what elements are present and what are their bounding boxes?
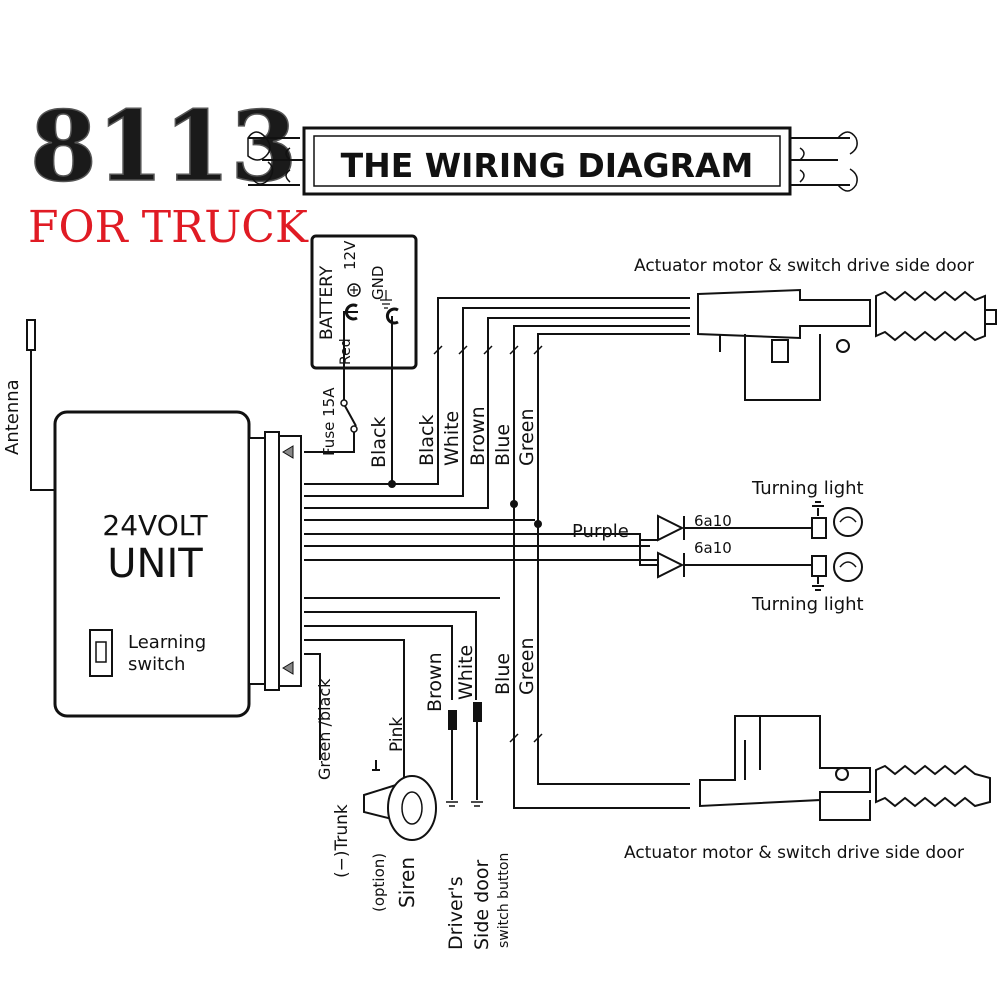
antenna-label: Antenna	[2, 379, 23, 455]
banner-title: THE WIRING DIAGRAM	[341, 146, 754, 185]
turning-light-bottom-label: Turning light	[751, 594, 864, 615]
wire-harness-connector	[278, 435, 302, 687]
actuator-bottom-label: Actuator motor & switch drive side door	[624, 843, 964, 863]
siren-label: Siren	[395, 857, 419, 908]
diode-bottom-label: 6a10	[694, 539, 732, 557]
model-number: 8113	[30, 90, 297, 203]
green-black-label: Green /black	[315, 678, 334, 780]
door-switch-button-2[interactable]	[473, 702, 482, 722]
wire-label-brown-bottom: Brown	[424, 652, 446, 712]
drivers-label: Driver's	[445, 876, 467, 950]
unit-name: UNIT	[107, 541, 203, 587]
wire-label-black-fuse: Black	[368, 417, 390, 468]
antenna: Antenna	[2, 319, 56, 491]
title-banner: THE WIRING DIAGRAM	[247, 126, 858, 196]
unit-voltage: 24VOLT	[102, 509, 208, 542]
battery-12v-label: 12V	[341, 240, 359, 270]
siren: Pink Siren (option)	[363, 717, 437, 912]
subtitle: FOR TRUCK	[28, 202, 309, 253]
fuse-label: Fuse 15A	[320, 387, 338, 456]
diode-top-label: 6a10	[694, 512, 732, 530]
wire-label-brown-top: Brown	[467, 406, 489, 466]
door-switch-button-1[interactable]	[448, 710, 457, 730]
wire-label-green-bottom: Green	[516, 637, 538, 695]
control-unit: 24VOLT UNIT Learning switch	[53, 410, 302, 718]
wire-label-white-top: White	[441, 411, 463, 466]
side-door-label: Side door	[471, 860, 493, 950]
battery-red-label: Red	[338, 338, 354, 365]
wire-label-blue-bottom: Blue	[492, 653, 514, 695]
actuator-top: Actuator motor & switch drive side door	[634, 256, 997, 401]
door-switch-buttons: Driver's Side door switch button	[445, 702, 512, 950]
battery-gnd-label: GND	[369, 266, 387, 300]
learning-label-line2: switch	[128, 654, 185, 675]
wire-label-white-bottom: White	[455, 645, 477, 700]
turning-light-top-label: Turning light	[751, 478, 864, 499]
battery: BATTERY 12V GND Red	[310, 234, 418, 484]
wire-label-blue-top: Blue	[492, 424, 514, 466]
purple-wire-label: Purple	[572, 521, 629, 542]
pink-wire-label: Pink	[387, 717, 407, 752]
trunk-label: (−)Trunk	[332, 804, 352, 878]
turning-lights: Turning light Turning light Purple 6a10 …	[572, 478, 864, 615]
actuator-bottom: Actuator motor & switch drive side door	[624, 715, 991, 863]
siren-option-label: (option)	[370, 853, 388, 912]
wire-label-black-gnd: Black	[416, 415, 438, 466]
learning-label-line1: Learning	[128, 632, 206, 653]
wire-label-green-top: Green	[516, 408, 538, 466]
trunk-output: Green /black (−)Trunk	[315, 678, 352, 878]
fuse: Fuse 15A	[304, 387, 358, 456]
actuator-top-label: Actuator motor & switch drive side door	[634, 256, 974, 276]
battery-label: BATTERY	[317, 265, 337, 340]
switch-button-label: switch button	[496, 853, 512, 948]
wiring	[304, 297, 690, 809]
